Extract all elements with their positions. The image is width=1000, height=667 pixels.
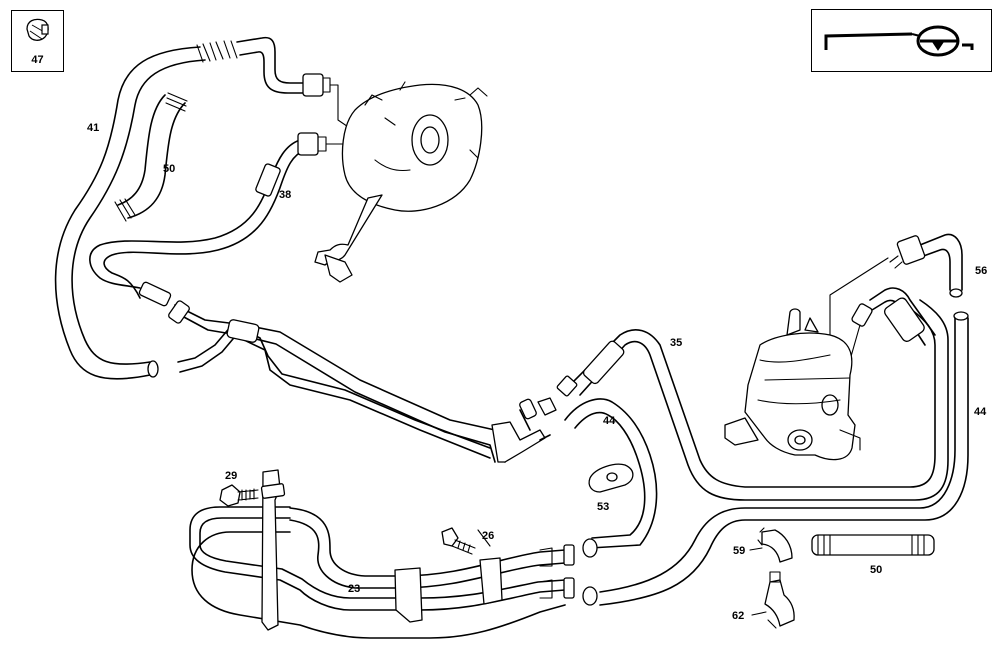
callout-41: 41 [87,122,100,134]
hose-50-upper [114,92,188,222]
return-line-44 [556,299,949,549]
cooler-line-23 [189,469,598,639]
steering-gear [724,308,861,461]
callout-23: 23 [348,583,361,595]
callout-59: 59 [733,545,746,557]
callout-62: 62 [732,610,745,622]
leader-26 [477,529,491,547]
bolt-29 [219,484,259,507]
orientation-inset [811,9,992,72]
steering-wheel-orientation-icon [824,25,974,57]
callout-44-right: 44 [974,406,987,418]
leader-62 [751,611,767,616]
callout-35: 35 [670,337,683,349]
hose-50-lower [811,534,935,556]
pressure-line-35 [168,300,557,463]
elbow-62 [764,571,795,629]
leader-59 [749,547,763,551]
rubber-mount-53 [588,463,634,493]
callout-56: 56 [975,265,988,277]
inset-part-number: 47 [31,54,44,66]
callout-53: 53 [597,501,610,513]
callout-44-left: 44 [603,415,616,427]
reservoir-lines-56 [599,233,969,606]
hose-38 [89,132,327,307]
bolt-26 [441,527,476,555]
callout-38: 38 [279,189,292,201]
callout-50-upper: 50 [163,163,176,175]
elbow-59 [757,527,793,563]
callout-29: 29 [225,470,238,482]
steering-pump [314,81,488,283]
callout-50-lower: 50 [870,564,883,576]
hose-clamp-icon [26,18,49,41]
inset-part-47: 47 [11,10,64,72]
callout-26: 26 [482,530,495,542]
hose-41 [54,36,331,380]
